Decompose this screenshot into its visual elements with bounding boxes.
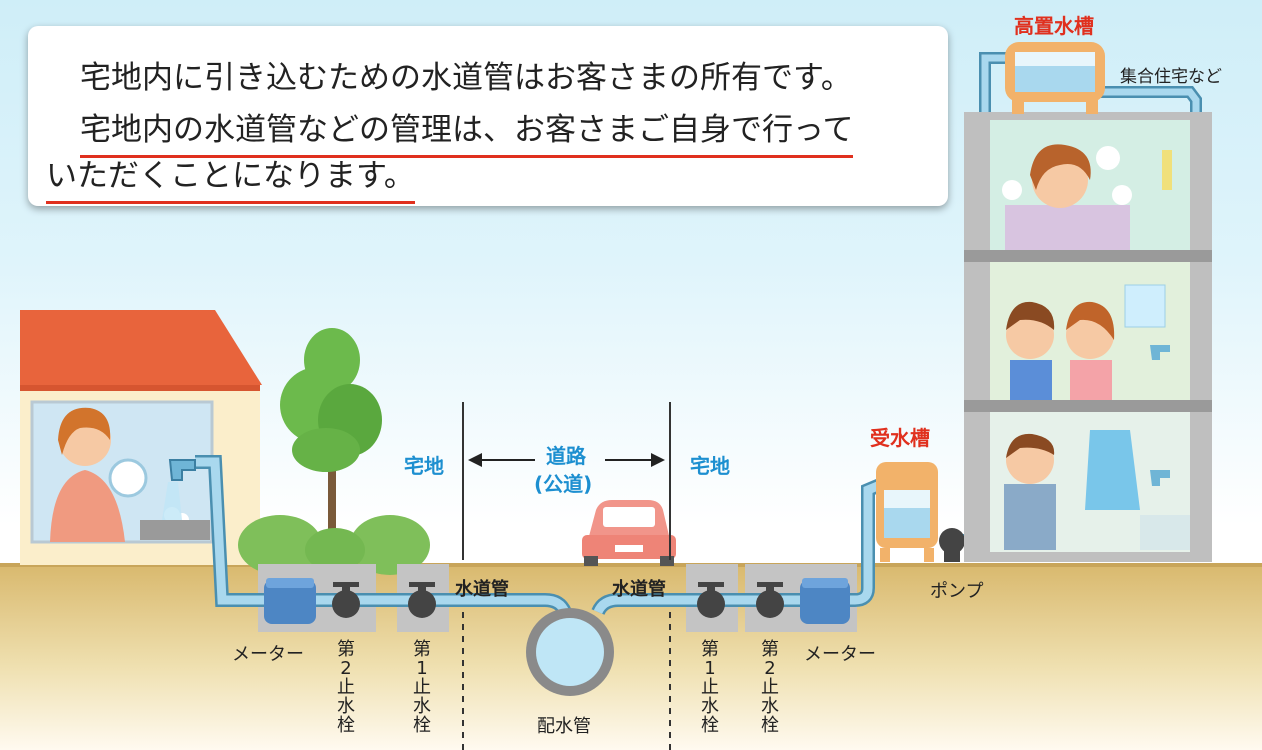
callout-line1: 宅地内に引き込むための水道管はお客さまの所有です。 — [80, 60, 852, 96]
meter-left-icon — [264, 578, 316, 624]
valve-1-left-icon — [408, 582, 436, 618]
main-pipe-icon — [526, 608, 614, 696]
label-pipe-right: 水道管 — [612, 579, 666, 600]
label-pump: ポンプ — [930, 581, 984, 602]
label-valve1-right: 第1止水栓 — [701, 639, 719, 736]
label-elevated-tank: 高置水槽 — [1014, 14, 1094, 38]
label-meter-left: メーター — [232, 644, 304, 665]
faucet-icon — [168, 459, 196, 481]
elevated-tank — [1005, 42, 1105, 114]
label-valve1-left: 第1止水栓 — [413, 639, 431, 736]
valve-2-right-icon — [756, 582, 784, 618]
house — [20, 310, 262, 565]
label-lot-right: 宅地 — [690, 454, 730, 478]
apartment-building — [964, 112, 1212, 562]
callout-line2: 宅地内の水道管などの管理は、お客さまご自身で行って — [80, 104, 854, 158]
receiving-tank — [876, 462, 938, 562]
label-meter-right: メーター — [804, 644, 876, 665]
meter-right-icon — [800, 578, 850, 624]
label-valve2-left: 第2止水栓 — [337, 639, 355, 736]
label-public-road: (公道) — [534, 472, 593, 496]
label-valve2-right: 第2止水栓 — [761, 639, 779, 736]
label-apartment: 集合住宅など — [1120, 67, 1222, 87]
service-pipe-right — [591, 478, 883, 616]
car — [582, 500, 676, 566]
valve-2-left-icon — [332, 582, 360, 618]
pump-icon — [939, 528, 965, 562]
label-lot-left: 宅地 — [404, 454, 444, 478]
tree — [238, 328, 430, 575]
valve-1-right-icon — [697, 582, 725, 618]
label-receiving-tank: 受水槽 — [870, 426, 930, 450]
callout-line3: いただくことになります。 — [46, 150, 415, 204]
label-main-pipe: 配水管 — [537, 716, 591, 737]
label-road: 道路 — [546, 444, 586, 468]
label-pipe-left: 水道管 — [455, 579, 509, 600]
callout-box: 宅地内に引き込むための水道管はお客さまの所有です。 宅地内の水道管などの管理は、… — [28, 26, 948, 206]
